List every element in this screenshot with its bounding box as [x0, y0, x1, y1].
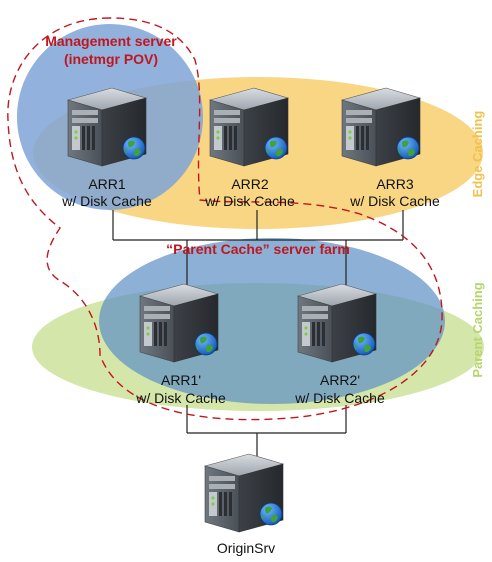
arr3-server-icon [341, 87, 421, 167]
parent-cache-farm-zone [99, 238, 445, 404]
edge-connections [112, 210, 404, 285]
arr2p-name: ARR2' [320, 372, 360, 388]
arr2-server-icon [209, 87, 289, 167]
arr1p-name: ARR1' [161, 372, 201, 388]
parent-farm-title: “Parent Cache” server farm [166, 241, 350, 257]
arr1-sub: w/ Disk Cache [61, 193, 152, 209]
parent-caching-label: Parent Caching [470, 282, 485, 377]
arr2p-sub: w/ Disk Cache [294, 390, 385, 406]
arr1-name: ARR1 [88, 176, 126, 192]
management-dashed-outline [7, 17, 443, 421]
originsrv-name: OriginSrv [217, 540, 275, 556]
arr2p-server-icon [297, 283, 377, 363]
management-title-line2: (inetmgr POV) [64, 51, 158, 67]
arr3-sub: w/ Disk Cache [349, 193, 440, 209]
arr3-name: ARR3 [376, 176, 414, 192]
management-title-line1: Management server [45, 33, 177, 49]
arr2-sub: w/ Disk Cache [204, 193, 295, 209]
originsrv-server-icon [204, 453, 284, 533]
arr2-name: ARR2 [231, 176, 269, 192]
origin-connections [186, 405, 347, 458]
arr1p-sub: w/ Disk Cache [135, 390, 226, 406]
arr1p-server-icon [139, 283, 219, 363]
arr1-server-icon [67, 87, 147, 167]
edge-caching-label: Edge Caching [470, 111, 485, 198]
